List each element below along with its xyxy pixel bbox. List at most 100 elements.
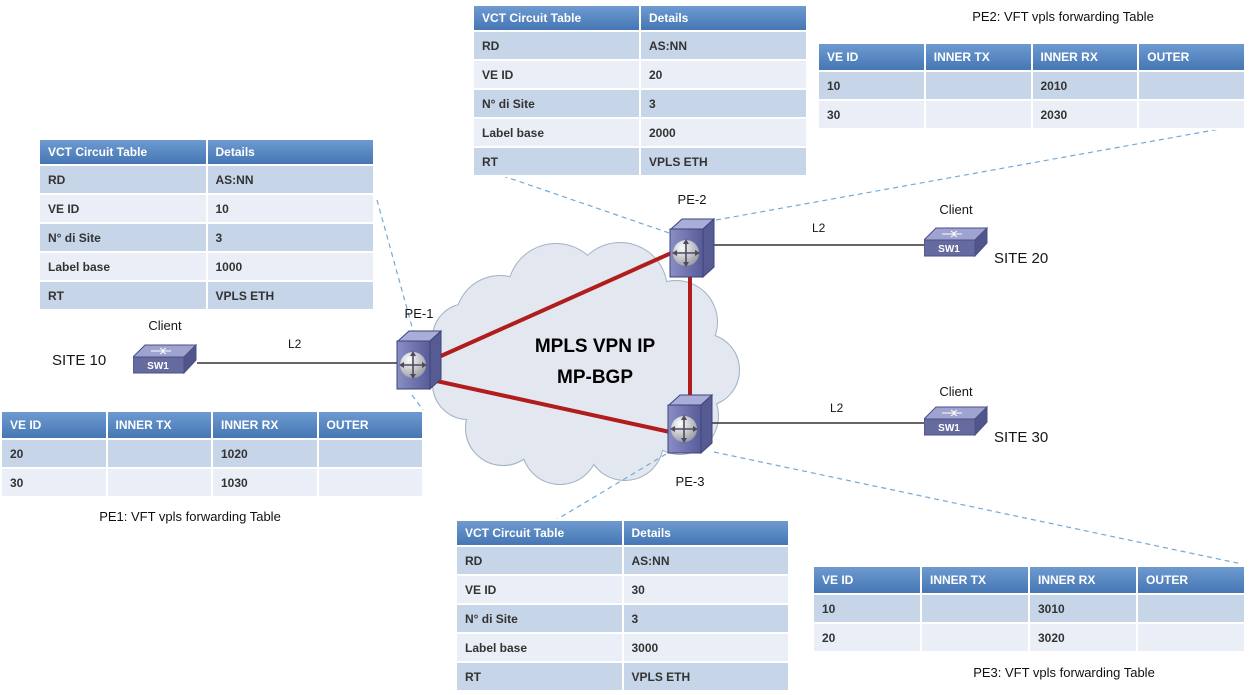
- vft-cell: 1030: [211, 467, 319, 498]
- vft-caption-pe3: PE3: VFT vpls forwarding Table: [973, 665, 1155, 680]
- vft-cell: 3010: [1028, 593, 1138, 624]
- vct-header-cell: Details: [639, 4, 808, 32]
- vct-cell: 3: [621, 603, 790, 634]
- mpls-core-link-lines: [431, 248, 692, 434]
- vft-cell: 20: [0, 438, 108, 469]
- vft-cell: [316, 467, 424, 498]
- l2-link-lines: [197, 244, 926, 424]
- vct-cell: 30: [621, 574, 790, 605]
- switch-icon-site10: SW1: [133, 344, 197, 375]
- vct-header-cell: Details: [205, 138, 375, 166]
- vft-header-cell: INNER TX: [105, 410, 213, 440]
- mpls-cloud-label: MPLS VPN IP MP-BGP: [502, 331, 688, 393]
- vct-header-cell: VCT Circuit Table: [38, 138, 208, 166]
- vft-header-cell: INNER TX: [923, 42, 1033, 72]
- vct-cell: VE ID: [38, 193, 208, 224]
- site-label-site30: SITE 30: [994, 429, 1049, 446]
- vft-table-pe2: VE ID INNER TX INNER RX OUTER 10 2010 30…: [817, 42, 1246, 130]
- vft-header-cell: OUTER: [316, 410, 424, 440]
- vct-cell: 3: [639, 88, 808, 119]
- vft-header-cell: INNER RX: [1028, 565, 1138, 595]
- l2-label-site30: L2: [830, 401, 844, 415]
- vct-cell: RD: [472, 30, 641, 61]
- vft-cell: 2030: [1030, 99, 1140, 130]
- mpls-cloud-label-line1: MPLS VPN IP: [534, 336, 656, 357]
- vct-cell: Label base: [38, 251, 208, 282]
- vct-cell: VPLS ETH: [639, 146, 808, 177]
- vft-table-pe3: VE ID INNER TX INNER RX OUTER 10 3010 20…: [812, 565, 1246, 653]
- vft-header-cell: OUTER: [1136, 565, 1246, 595]
- vft-cell: [920, 622, 1030, 653]
- vct-cell: VPLS ETH: [621, 661, 790, 692]
- vft-caption-pe1: PE1: VFT vpls forwarding Table: [99, 509, 281, 524]
- vft-cell: 30: [817, 99, 926, 130]
- vct-cell: VE ID: [472, 59, 641, 90]
- vct-cell: N° di Site: [455, 603, 624, 634]
- switch-icon-site30: SW1: [924, 406, 988, 437]
- vft-header-cell: OUTER: [1137, 42, 1246, 72]
- vft-cell: [923, 99, 1033, 130]
- switch-label-site30: SW1: [938, 423, 960, 434]
- client-label-site20: Client: [939, 202, 973, 217]
- table-row: 20 3020: [812, 622, 1246, 653]
- vct-cell: RD: [455, 545, 624, 576]
- vct-cell: AS:NN: [639, 30, 808, 61]
- site-label-site10: SITE 10: [52, 352, 107, 369]
- vct-cell: VE ID: [455, 574, 624, 605]
- vft-cell: [105, 467, 213, 498]
- vft-header-cell: VE ID: [812, 565, 922, 595]
- table-row: 30 2030: [817, 99, 1246, 130]
- l2-label-site20: L2: [812, 221, 826, 235]
- vct-cell: 20: [639, 59, 808, 90]
- vct-cell: N° di Site: [472, 88, 641, 119]
- vft-header-cell: VE ID: [0, 410, 108, 440]
- vct-cell: RT: [455, 661, 624, 692]
- vft-cell: 10: [812, 593, 922, 624]
- router-label-pe2: PE-2: [677, 192, 707, 207]
- vct-cell: RD: [38, 164, 208, 195]
- vct-cell: 3: [205, 222, 375, 253]
- switch-label-site10: SW1: [147, 361, 169, 372]
- vft-cell: 1020: [211, 438, 319, 469]
- vct-cell: N° di Site: [38, 222, 208, 253]
- table-row: 20 1020: [0, 438, 424, 469]
- vct-cell: RT: [38, 280, 208, 311]
- vft-caption-pe2: PE2: VFT vpls forwarding Table: [972, 9, 1154, 24]
- vct-cell: Label base: [455, 632, 624, 663]
- vft-table-pe1: VE ID INNER TX INNER RX OUTER 20 1020 30…: [0, 410, 424, 498]
- vft-cell: 3020: [1028, 622, 1138, 653]
- table-row: 10 3010: [812, 593, 1246, 624]
- vct-cell: 10: [205, 193, 375, 224]
- router-icon-pe2: [669, 217, 715, 279]
- site-label-site20: SITE 20: [994, 250, 1049, 267]
- client-label-site10: Client: [148, 318, 182, 333]
- vft-cell: [105, 438, 213, 469]
- vft-header-cell: VE ID: [817, 42, 926, 72]
- vct-cell: 1000: [205, 251, 375, 282]
- vft-cell: [920, 593, 1030, 624]
- vct-cell: Label base: [472, 117, 641, 148]
- vft-cell: [1136, 622, 1246, 653]
- router-label-pe1: PE-1: [404, 306, 434, 321]
- vct-header-cell: Details: [621, 519, 790, 547]
- vct-header-cell: VCT Circuit Table: [455, 519, 624, 547]
